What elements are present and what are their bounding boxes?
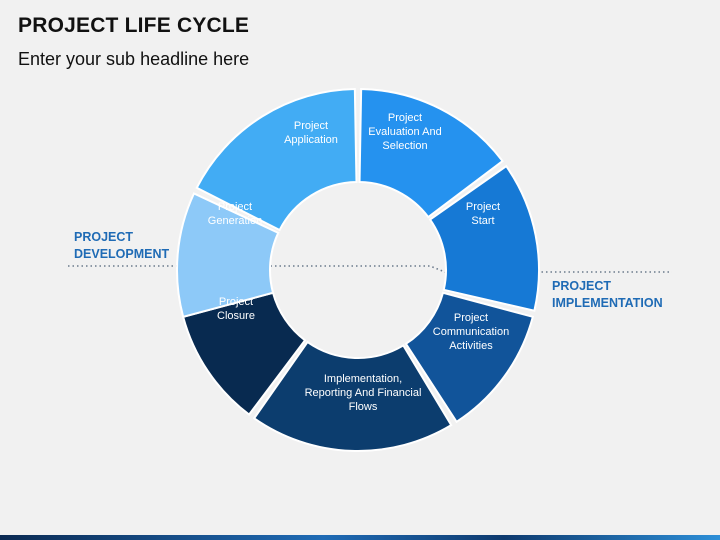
cycle-segment (404, 291, 535, 424)
cycle-segment-label-line: Evaluation And (368, 126, 441, 138)
cycle-segment-label-line: Project (454, 312, 488, 324)
implementation-label: PROJECT IMPLEMENTATION (552, 279, 663, 310)
cycle-segment-label-line: Activities (449, 340, 493, 352)
footer-accent-bar (0, 535, 720, 540)
implementation-label-line1: PROJECT (552, 279, 611, 293)
cycle-segment-label-line: Project (466, 201, 500, 213)
development-label-line2: DEVELOPMENT (74, 247, 170, 261)
implementation-label-line2: IMPLEMENTATION (552, 296, 663, 310)
cycle-segment (252, 340, 453, 452)
cycle-segment-label-line: Closure (217, 310, 255, 322)
cycle-segment-label-line: Project (294, 120, 328, 132)
cycle-segment-label-line: Generation (208, 215, 262, 227)
cycle-segment-label-line: Project (388, 112, 422, 124)
cycle-segment-label-line: Reporting And Financial (305, 387, 422, 399)
development-label-line1: PROJECT (74, 230, 133, 244)
cycle-segment-label-line: Flows (349, 401, 378, 413)
development-label: PROJECT DEVELOPMENT (74, 230, 170, 261)
cycle-segment (358, 88, 504, 219)
cycle-segment-label-line: Project (218, 201, 252, 213)
page-subtitle: Enter your sub headline here (18, 49, 250, 69)
page-title: PROJECT LIFE CYCLE (18, 14, 250, 37)
cycle-segment (176, 192, 280, 319)
cycle-segment (195, 88, 358, 232)
cycle-segment-label-line: Communication (433, 326, 509, 338)
cycle-segment-label-line: Selection (382, 140, 427, 152)
cycle-segment-label-line: Implementation, (324, 373, 402, 385)
cycle-segment (428, 164, 540, 312)
cycle-segment-label-line: Start (471, 215, 494, 227)
cycle-segment-label-line: Project (219, 296, 253, 308)
cycle-segment-label-line: Application (284, 134, 338, 146)
